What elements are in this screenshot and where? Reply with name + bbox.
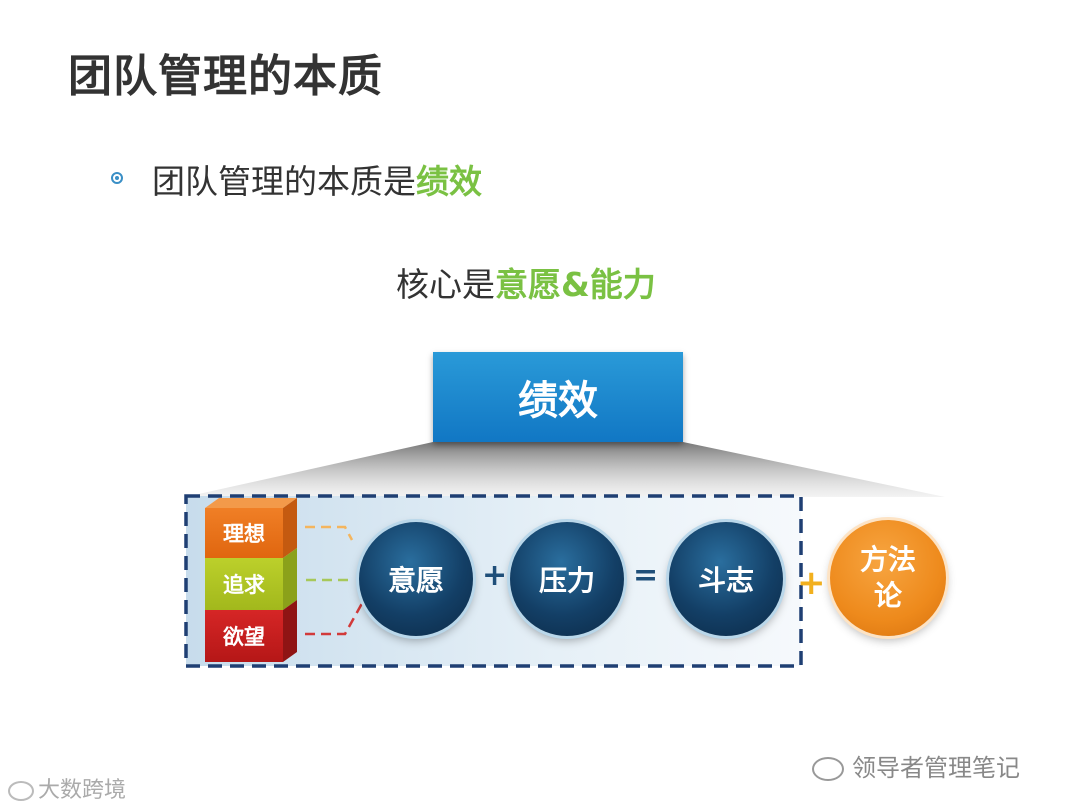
connector-desire (305, 597, 367, 636)
core-line: 核心是意愿&能力 (396, 258, 656, 306)
cube-ideal: 理想 (205, 508, 283, 558)
methodology-line2: 论 (873, 579, 902, 612)
cube-desire-side (283, 600, 297, 662)
bullet-line: 团队管理的本质是绩效 (152, 155, 482, 203)
performance-box: 绩效 (433, 352, 683, 442)
fan-shadow (185, 442, 945, 497)
methodology-line1: 方法 (859, 543, 916, 576)
watermark-left-text: 大数跨境 (38, 778, 127, 803)
wechat-icon (812, 757, 844, 781)
watermark-right: 领导者管理笔记 (812, 748, 1020, 783)
cube-ideal-side (283, 498, 297, 558)
cube-pursuit: 追求 (205, 558, 283, 610)
circle-willingness: 意愿 (359, 522, 473, 636)
operator-equals: = (633, 558, 659, 593)
panel-dashed-border (184, 494, 803, 668)
operator-plus: + (482, 558, 508, 593)
circle-pressure: 压力 (510, 522, 624, 636)
watermark-left: 大数跨境 (8, 772, 126, 804)
watermark-right-text: 领导者管理笔记 (852, 754, 1020, 782)
bullet-text: 团队管理的本质是 (152, 162, 416, 201)
bullet-highlight: 绩效 (416, 162, 482, 201)
cube-ideal-top (205, 498, 297, 508)
circle-fighting-spirit: 斗志 (669, 522, 783, 636)
operator-plus-orange: + (797, 563, 826, 603)
core-text: 核心是 (396, 265, 495, 304)
bullet-icon (111, 172, 123, 184)
circle-methodology: 方法 论 (830, 520, 946, 636)
cube-pursuit-side (283, 548, 297, 610)
page-title: 团队管理的本质 (68, 51, 383, 102)
watermark-logo-icon (8, 781, 34, 801)
cube-desire: 欲望 (205, 610, 283, 662)
core-highlight: 意愿&能力 (495, 265, 656, 304)
connector-ideal (305, 525, 354, 541)
